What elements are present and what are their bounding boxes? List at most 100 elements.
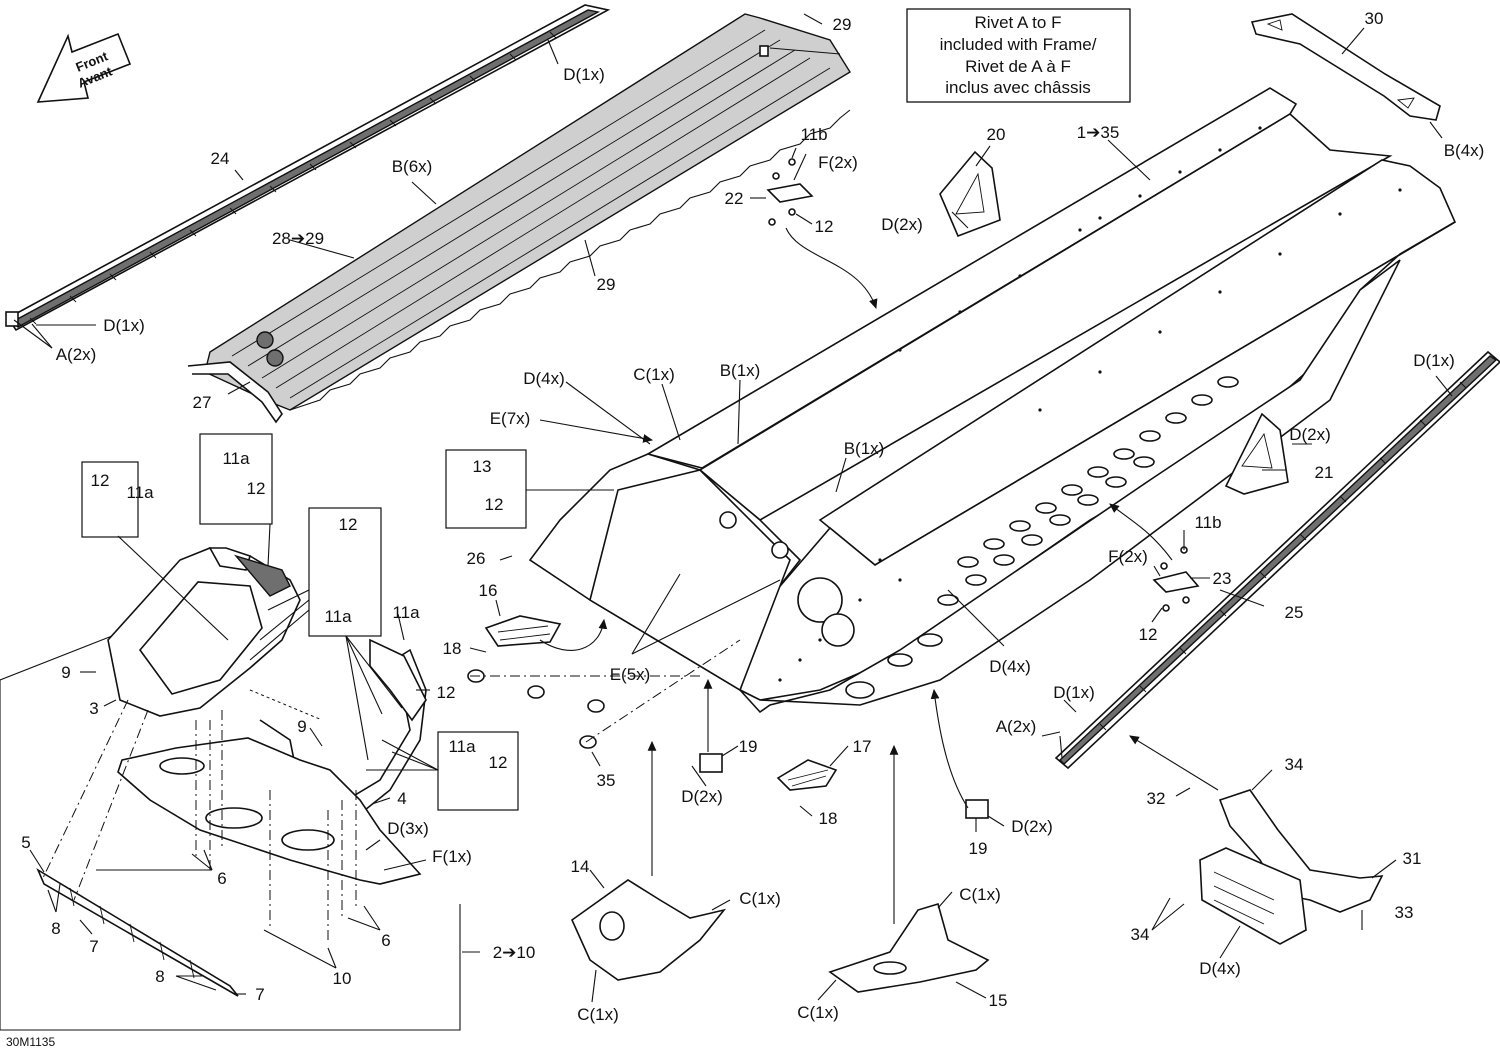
label-1-35: 1➔35 xyxy=(1077,123,1120,142)
label-d2-20: D(2x) xyxy=(881,215,923,234)
guard-part-14 xyxy=(571,879,727,981)
frame-holes xyxy=(778,126,1402,682)
label-29-top: 29 xyxy=(833,15,852,34)
bulkhead-part-3 xyxy=(107,547,301,717)
label-f2-top: F(2x) xyxy=(818,153,858,172)
label-34-a: 34 xyxy=(1285,755,1304,774)
plate-part-19a xyxy=(699,753,723,773)
group-bracket-2-10 xyxy=(0,680,461,1031)
label-12-box2: 12 xyxy=(247,479,266,498)
label-2-10: 2➔10 xyxy=(493,943,536,962)
label-f2-right: F(2x) xyxy=(1108,547,1148,566)
label-a2-right: A(2x) xyxy=(996,717,1037,736)
label-21: 21 xyxy=(1315,463,1334,482)
label-19-a: 19 xyxy=(739,737,758,756)
bracket-part-20 xyxy=(939,150,1001,238)
label-11a-box4: 11a xyxy=(448,737,476,756)
guard-part-15 xyxy=(828,902,990,993)
note-line-2: included with Frame/ xyxy=(940,35,1097,54)
drawing-reference: 30M1135 xyxy=(6,1035,55,1049)
label-11b-top: 11b xyxy=(800,125,827,144)
leader-lines xyxy=(13,13,1453,1003)
label-12-box1: 12 xyxy=(91,471,110,490)
bracket-part-21 xyxy=(1224,412,1289,495)
assembly-arrows xyxy=(539,227,1219,924)
label-d4-bot: D(4x) xyxy=(1199,959,1241,978)
label-11a-box1: 11a xyxy=(126,483,154,502)
front-arrow-icon: Front Avant xyxy=(36,32,132,103)
label-5: 5 xyxy=(21,833,30,852)
callout-box-13 xyxy=(445,449,527,529)
label-f1: F(1x) xyxy=(432,847,472,866)
callout-box-4 xyxy=(437,731,519,811)
left-rail-part-24 xyxy=(5,4,611,332)
label-17: 17 xyxy=(853,737,872,756)
label-d1-right: D(1x) xyxy=(1413,351,1455,370)
label-d1-top: D(1x) xyxy=(563,65,605,84)
label-d4-mid: D(4x) xyxy=(989,657,1031,676)
label-7-b: 7 xyxy=(255,985,264,1004)
label-27: 27 xyxy=(193,393,212,412)
label-13: 13 xyxy=(473,457,492,476)
center-lines xyxy=(41,639,741,940)
label-9-b: 9 xyxy=(297,717,306,736)
labels: 24 D(1x) D(1x) A(2x) 29 29 B(6x) 28➔29 2… xyxy=(21,9,1484,1024)
bottom-plate-part-2 xyxy=(117,737,422,885)
label-20: 20 xyxy=(987,125,1006,144)
label-d1-left: D(1x) xyxy=(103,316,145,335)
note-line-4: inclus avec châssis xyxy=(945,78,1091,97)
step-plate-part-16 xyxy=(484,615,562,647)
label-14: 14 xyxy=(571,857,590,876)
label-11a-box2: 11a xyxy=(222,449,250,468)
label-d2-19a: D(2x) xyxy=(681,787,723,806)
label-b4: B(4x) xyxy=(1444,141,1485,160)
label-24: 24 xyxy=(211,149,230,168)
label-c1-14b: C(1x) xyxy=(577,1005,619,1024)
label-a2-left: A(2x) xyxy=(56,345,97,364)
tunnel-frame-part-1 xyxy=(528,87,1457,714)
label-25: 25 xyxy=(1285,603,1304,622)
label-c1-15a: C(1x) xyxy=(959,885,1001,904)
label-19-b: 19 xyxy=(969,839,988,858)
rivet-note: Rivet A to F included with Frame/ Rivet … xyxy=(906,8,1131,103)
label-29-mid: 29 xyxy=(597,275,616,294)
label-16: 16 xyxy=(479,581,498,600)
label-28-29: 28➔29 xyxy=(272,229,324,248)
label-12-top: 12 xyxy=(815,217,834,236)
label-30: 30 xyxy=(1365,9,1384,28)
label-23: 23 xyxy=(1213,569,1232,588)
label-3: 3 xyxy=(89,699,98,718)
note-line-3: Rivet de A à F xyxy=(965,57,1071,76)
label-b6: B(6x) xyxy=(392,157,433,176)
mount-part-22 xyxy=(766,158,814,226)
label-12-right2: 12 xyxy=(1139,625,1158,644)
label-8-a: 8 xyxy=(51,919,60,938)
side-cutouts xyxy=(887,376,1239,667)
label-10: 10 xyxy=(333,969,352,988)
label-26: 26 xyxy=(467,549,486,568)
label-e5: E(5x) xyxy=(610,665,651,684)
rear-bracket-part-30 xyxy=(1250,13,1441,121)
label-33: 33 xyxy=(1395,903,1414,922)
label-12-box3: 12 xyxy=(339,515,358,534)
label-12-right: 12 xyxy=(437,683,456,702)
mount-part-23 xyxy=(1152,546,1200,612)
label-8-b: 8 xyxy=(155,967,164,986)
plate-part-19b xyxy=(965,799,989,819)
label-d1-right2: D(1x) xyxy=(1053,683,1095,702)
label-34-b: 34 xyxy=(1131,925,1150,944)
label-c1-14a: C(1x) xyxy=(739,889,781,908)
label-11b-right: 11b xyxy=(1194,513,1221,532)
label-7-a: 7 xyxy=(89,937,98,956)
label-22: 22 xyxy=(725,189,744,208)
label-d4-top: D(4x) xyxy=(523,369,565,388)
label-6-b: 6 xyxy=(381,931,390,950)
group-line-top xyxy=(0,635,113,681)
label-b1-a: B(1x) xyxy=(720,361,761,380)
note-line-1: Rivet A to F xyxy=(975,13,1062,32)
label-31: 31 xyxy=(1403,849,1422,868)
label-15: 15 xyxy=(989,991,1008,1010)
label-9-a: 9 xyxy=(61,663,70,682)
label-b1-b: B(1x) xyxy=(844,439,885,458)
